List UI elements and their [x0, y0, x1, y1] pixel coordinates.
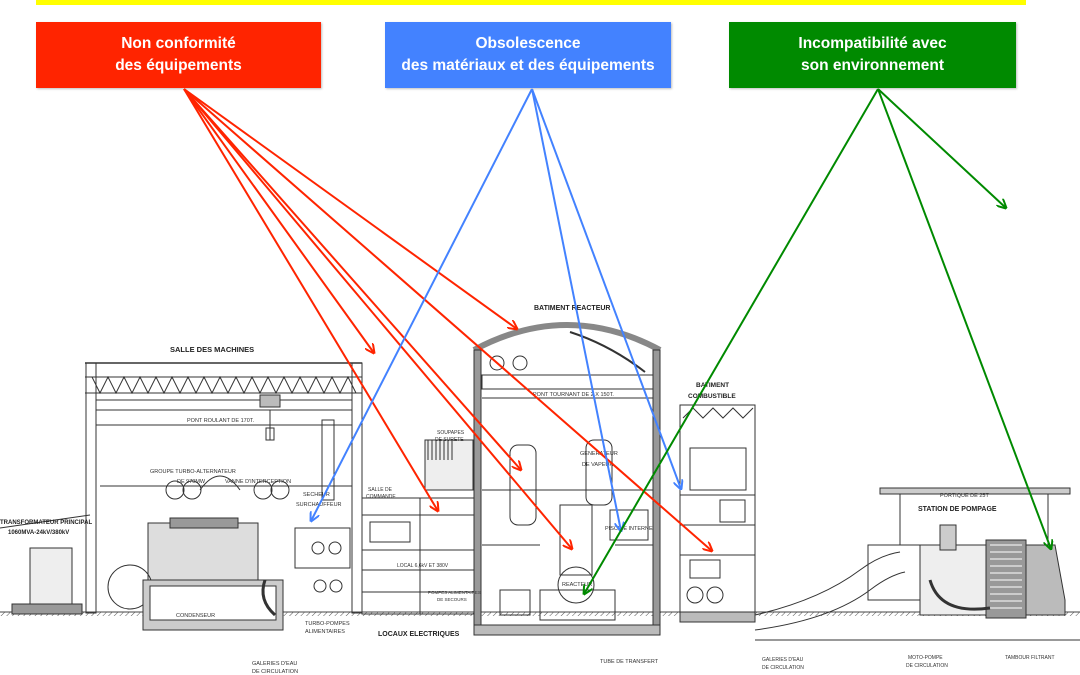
label-moto-circulation: DE CIRCULATION [906, 663, 948, 669]
arrows [183, 88, 1051, 594]
reactor-building [472, 322, 662, 636]
label-transfo: TRANSFORMATEUR PRINCIPAL [0, 520, 92, 526]
category-label-line2: des matériaux et des équipements [401, 57, 655, 74]
label-pompes-secours: POMPES ALIMENTAIRES [428, 590, 481, 595]
category-label-line2: son environnement [801, 57, 944, 74]
label-pont-roulant: PONT ROULANT DE 170T. [187, 418, 255, 424]
label-de-secours: DE SECOURS [437, 597, 467, 602]
label-generateur: GENERATEUR [580, 451, 618, 457]
label-piscine: PISCINE INTERNE [605, 526, 653, 532]
label-batiment-reacteur: BATIMENT REACTEUR [534, 305, 610, 312]
label-galeries: GALERIES D'EAU [252, 661, 297, 667]
blue-arrow-secheur [311, 88, 533, 521]
green-arrow-reactor [584, 88, 879, 594]
label-tambour: TAMBOUR FILTRANT [1005, 655, 1055, 661]
fuel-building [679, 404, 756, 623]
blue-arrow-piscine [531, 88, 621, 531]
green-arrows [584, 88, 1051, 594]
title-bar [36, 0, 1026, 5]
category-label-line1: Non conformité [121, 35, 236, 52]
label-local-6kv: LOCAL 6,6kV ET 380V [397, 563, 449, 569]
label-circulation-b: DE CIRCULATION [762, 665, 804, 671]
category-label-line1: Obsolescence [475, 35, 581, 52]
red-arrow-reactor-vessel [183, 88, 572, 549]
category-incompatibilite: Incompatibilité avec son environnement [729, 22, 1016, 88]
label-condenseur: CONDENSEUR [176, 613, 215, 619]
label-portique: PORTIQUE DE 25T [940, 493, 989, 499]
category-non-conformite: Non conformité des équipements [36, 22, 321, 88]
category-obsolescence: Obsolescence des matériaux et des équipe… [385, 22, 671, 88]
label-de-vapeur: DE VAPEUR [582, 462, 613, 468]
label-commande: COMMANDE [366, 494, 396, 500]
label-secheur: SECHEUR [303, 492, 330, 498]
label-alimentaires: ALIMENTAIRES [305, 629, 345, 635]
label-reacteur: REACTEUR [562, 582, 592, 588]
label-batiment: BATIMENT [696, 382, 729, 389]
label-970mw: DE 970MW [177, 479, 206, 485]
label-soupapes: SOUPAPES [437, 430, 465, 436]
label-station-pompage: STATION DE POMPAGE [918, 506, 997, 513]
label-combustible: COMBUSTIBLE [688, 393, 736, 400]
label-transfo-spec: 1060MVA-24kV/380kV [8, 530, 69, 536]
label-surete: DE SURETE [435, 437, 464, 443]
pumping-station [754, 487, 1080, 641]
label-pont-tournant: PONT TOURNANT DE 2 X 150T. [533, 392, 614, 398]
label-groupe-turbo: GROUPE TURBO-ALTERNATEUR [150, 469, 236, 475]
label-moto-pompe: MOTO-POMPE [908, 655, 943, 661]
turbine-hall [0, 362, 363, 631]
red-arrow-steam-generator [183, 88, 521, 470]
green-arrow-pumping-station [877, 88, 1051, 549]
label-salle-machines: SALLE DES MACHINES [170, 345, 254, 354]
label-circulation: DE CIRCULATION [252, 669, 298, 675]
drawing-linework [0, 322, 1080, 641]
label-salle-commande: SALLE DE [368, 487, 393, 493]
red-arrow-fuel-building [183, 88, 712, 551]
label-galeries-b: GALERIES D'EAU [762, 657, 804, 663]
red-arrow-reactor-dome [183, 88, 517, 329]
blue-arrows [311, 88, 681, 531]
label-turbo-pompes: TURBO-POMPES [305, 621, 350, 627]
category-label-line1: Incompatibilité avec [798, 35, 947, 52]
label-vanne: VANNE D'INTERCEPTION [225, 479, 291, 485]
label-locaux-electriques: LOCAUX ELECTRIQUES [378, 631, 460, 638]
green-arrow-environment [877, 88, 1006, 208]
red-arrows [183, 88, 712, 551]
label-tube-transfert: TUBE DE TRANSFERT [600, 659, 659, 665]
category-label-line2: des équipements [115, 57, 242, 74]
electrical-building [321, 419, 475, 615]
red-arrow-offscreen [183, 88, 374, 353]
red-arrow-vanne [183, 88, 438, 511]
blue-arrow-fuel-pool [531, 88, 681, 489]
